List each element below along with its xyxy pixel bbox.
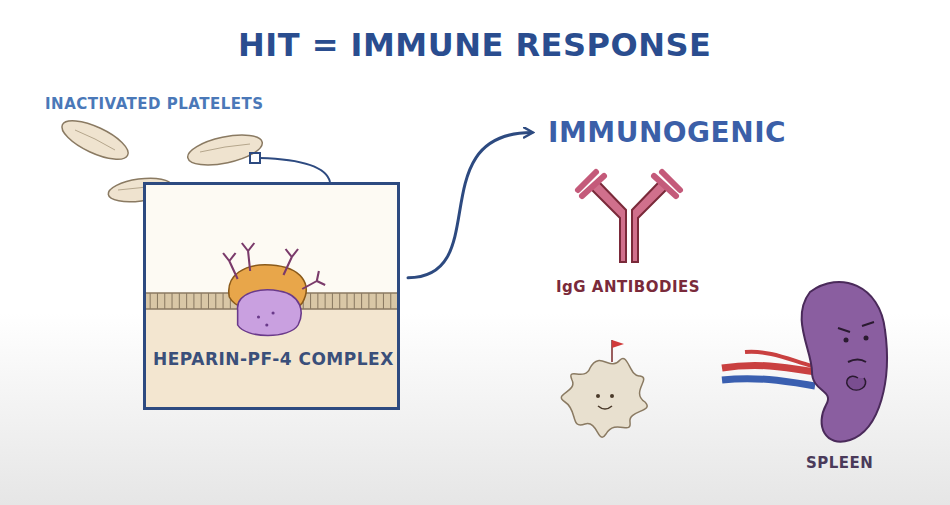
igg-antibody — [578, 172, 680, 262]
spleen-organ — [722, 282, 887, 442]
zoom-leader — [260, 158, 330, 182]
antibody-label: IgG ANTIBODIES — [556, 278, 700, 296]
heading-node: IMMUNOGENIC — [540, 112, 795, 153]
zoom-marker — [250, 153, 260, 163]
inset-box: HEPARIN-PF-4 COMPLEX — [143, 182, 400, 410]
heading-text: IMMUNOGENIC — [548, 116, 786, 149]
curved-arrow — [408, 133, 532, 278]
title: HIT = IMMUNE RESPONSE — [238, 26, 711, 64]
membrane-illustration — [146, 185, 397, 407]
dendritic-cell — [561, 340, 647, 437]
platelet-label: INACTIVATED PLATELETS — [45, 95, 264, 113]
spleen-label: SPLEEN — [806, 454, 873, 472]
platelet — [57, 113, 133, 167]
platelet — [185, 129, 265, 170]
inset-label: HEPARIN-PF-4 COMPLEX — [151, 349, 396, 369]
